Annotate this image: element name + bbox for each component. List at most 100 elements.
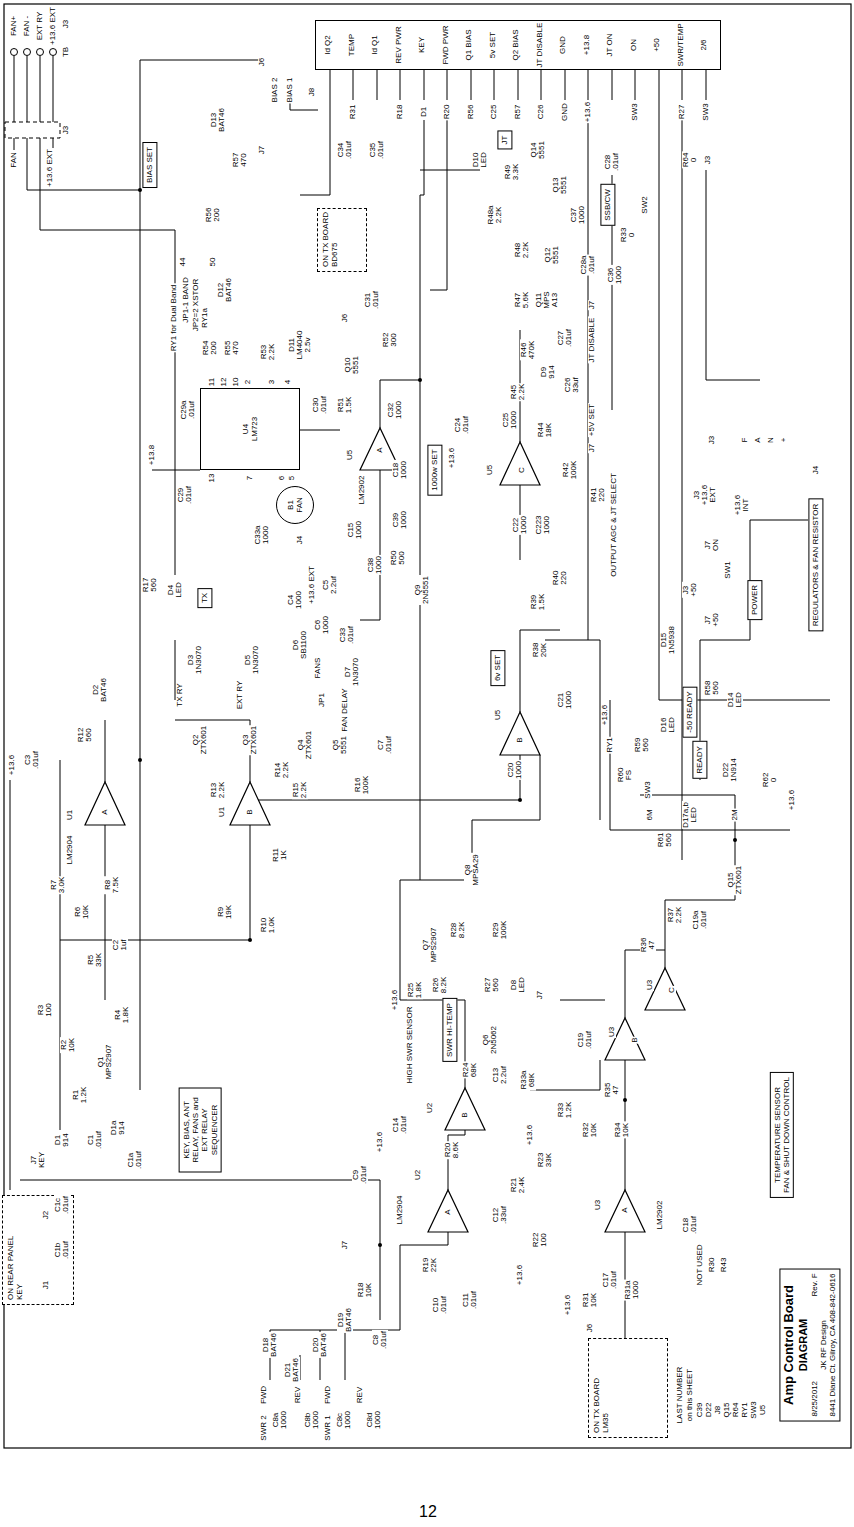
part-label: R57: [514, 104, 522, 121]
part-label: RY1 for Dual Band: [170, 284, 178, 353]
board-region: ON TX BOARDBD675: [317, 208, 367, 272]
wire: [10, 56, 830, 1380]
part-label: +13.6: [526, 1124, 534, 1146]
part-label: R2 10K: [60, 1037, 76, 1053]
sheet-border: [4, 4, 851, 1448]
part-label: 6: [278, 475, 286, 481]
part-label: RY1a: [201, 307, 209, 329]
part-label: C29 .01uf: [177, 485, 193, 505]
node-text: KEY, BIAS, ANT RELAY, FANS and EXT RELAY…: [182, 1093, 219, 1168]
part-label: R23 33K: [537, 1152, 553, 1169]
part-label: R29 100K: [492, 920, 508, 941]
part-label: Q4 ZTX601: [297, 730, 313, 760]
part-label: 7: [246, 475, 254, 481]
part-label: 2: [244, 379, 252, 385]
part-label: R44 18K: [537, 422, 553, 439]
part-label: R18 10K: [357, 1282, 373, 1299]
part-label: R55 470: [224, 340, 240, 357]
part-label: J3 +50: [682, 582, 698, 598]
part-label: R48a 2.2K: [487, 204, 503, 225]
part-label: D22 1N914: [722, 757, 738, 783]
part-label: C28 .01uf: [604, 152, 620, 172]
part-label: C: [668, 986, 676, 994]
part-label: C38 1000: [367, 555, 383, 575]
part-label: +13.6 EXT: [49, 6, 57, 46]
part-label: 13: [208, 473, 216, 484]
part-label: SW3: [702, 102, 710, 121]
part-label: R4 1.8K: [114, 1006, 130, 1024]
part-label: +13.6: [564, 1294, 572, 1316]
node-text: TEMP: [340, 21, 364, 69]
part-label: R37 2.2K: [667, 906, 683, 924]
node-text: SWR/TEMP: [669, 21, 693, 69]
part-label: U2: [426, 1102, 434, 1114]
node-text: +13.8: [575, 21, 599, 69]
part-label: C26: [537, 104, 545, 121]
part-label: R9 19K: [217, 904, 233, 920]
label-box: SSB/CW: [600, 184, 615, 226]
part-label: R31 10K: [582, 1292, 598, 1309]
part-label: Q1 MPS2907: [97, 1043, 113, 1080]
part-label: +13.6: [8, 754, 16, 776]
part-label: Q5 5551: [332, 735, 348, 755]
part-label: FAN -: [23, 15, 31, 37]
part-label: C1a .01uf: [127, 1150, 143, 1170]
part-label: R42 100K: [562, 460, 578, 481]
part-label: R39 1.5K: [530, 593, 546, 611]
part-label: 44: [179, 257, 187, 268]
op-amp-symbol: [85, 428, 685, 1232]
node-text: DIAGRAM: [797, 1319, 810, 1372]
part-label: R64 0: [682, 152, 698, 169]
part-label: C10 .01uf: [432, 1295, 448, 1315]
part-label: R36 47: [640, 937, 656, 954]
part-label: R48 2.2K: [514, 241, 530, 259]
part-label: D2 BAT46: [92, 677, 108, 703]
part-label: 3: [268, 379, 276, 385]
board-region: ON TX BOARDLM35: [588, 1338, 668, 1438]
part-label: 4: [284, 379, 292, 385]
part-label: C20 1000: [507, 760, 523, 780]
part-label: Q8 MPSA29: [464, 853, 480, 887]
label-box: READY: [692, 741, 707, 779]
part-label: C17 .01uf: [602, 1270, 618, 1290]
part-label: R43: [720, 1257, 728, 1274]
part-label: R64: [732, 1402, 740, 1419]
node-text: KEY: [15, 1284, 24, 1300]
part-label: GND: [561, 102, 569, 122]
part-label: C33a 1000: [254, 524, 270, 545]
part-label: Q11 MPS A13: [535, 290, 559, 309]
part-label: J3: [704, 155, 712, 165]
part-label: J3: [62, 19, 70, 29]
part-label: J7 +50: [704, 612, 720, 628]
part-label: R1 1.2K: [72, 1086, 88, 1104]
part-label: A: [444, 1208, 452, 1215]
part-label: +13.6: [376, 1131, 384, 1153]
part-label: R62 0: [762, 772, 778, 789]
part-label: R8 7.5K: [104, 876, 120, 894]
part-label: J3: [62, 125, 70, 135]
section-box: TEMPERATURE SENSORFAN & SHUT DOWN CONTRO…: [770, 1072, 794, 1198]
part-label: D7 1N3070: [344, 657, 360, 687]
part-label: A: [621, 1206, 629, 1213]
part-label: J2: [42, 1210, 50, 1220]
part-label: R47 5.6K: [514, 291, 530, 309]
part-label: on this SHEET: [686, 1368, 694, 1422]
part-label: R45 2.2K: [510, 383, 526, 401]
part-label: B: [631, 1036, 639, 1043]
part-label: R52 300: [382, 332, 398, 349]
part-label: R57 470: [232, 152, 248, 169]
part-label: R30: [708, 1257, 716, 1274]
part-label: R20: [443, 104, 451, 121]
label-box: 1000w SET: [427, 444, 442, 495]
part-label: R54 200: [202, 340, 218, 357]
part-label: J6: [586, 1323, 594, 1333]
part-label: +13.8: [148, 444, 156, 466]
part-label: R41 220: [590, 487, 606, 504]
part-label: U1: [218, 806, 226, 818]
part-label: R53 2.2K: [260, 343, 276, 361]
part-label: C28a .01uf: [580, 254, 596, 275]
part-label: D22: [705, 1402, 713, 1419]
part-label: +13.6: [516, 1264, 524, 1286]
node-text: 2/6: [692, 21, 716, 69]
